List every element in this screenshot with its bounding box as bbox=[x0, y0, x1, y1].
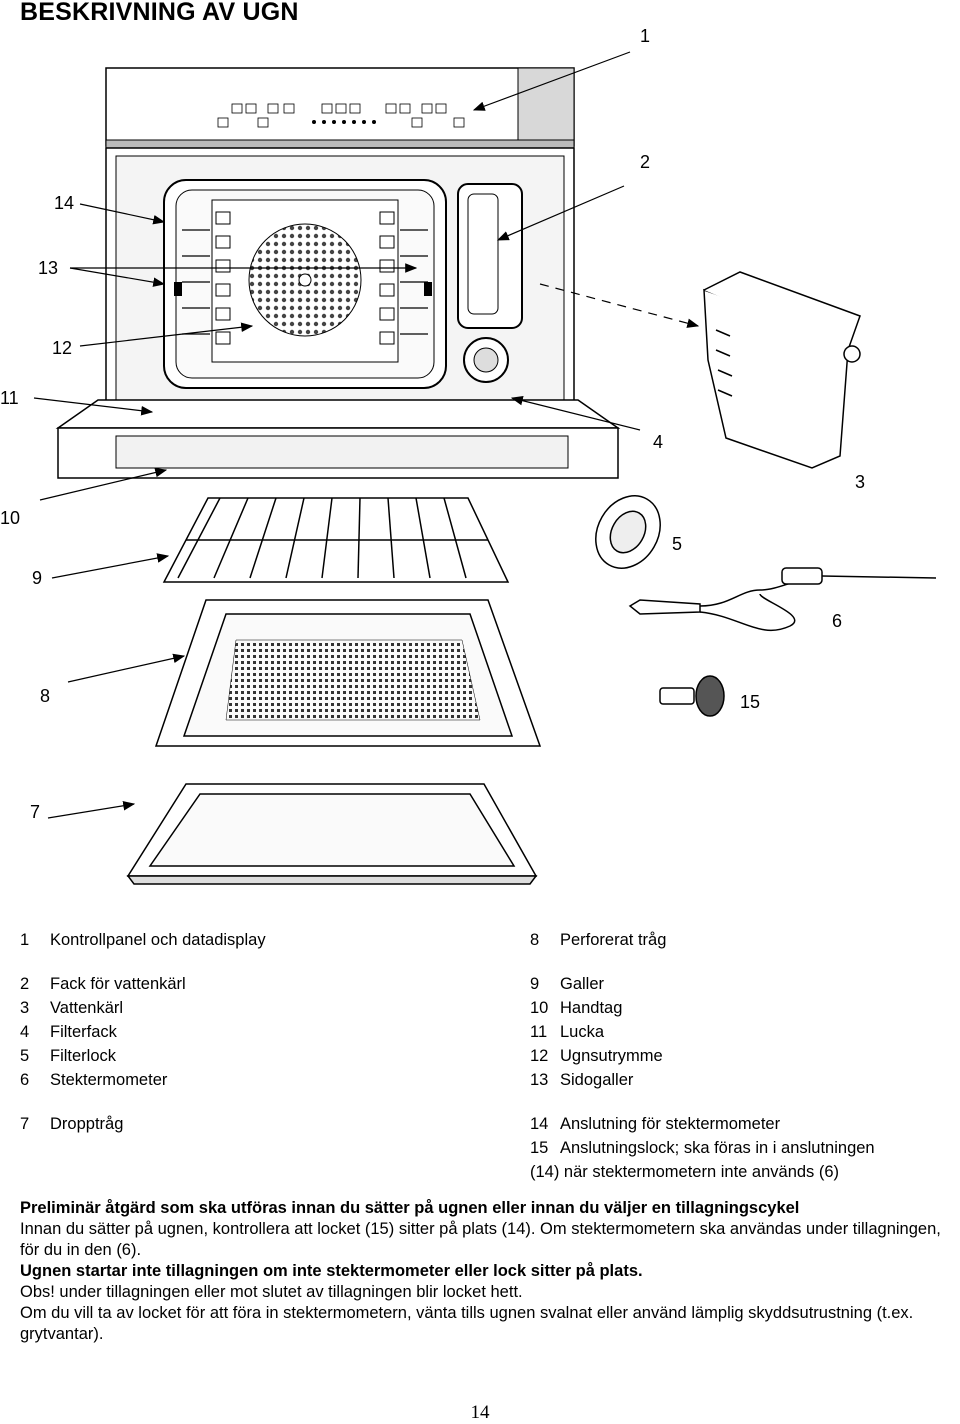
water-container bbox=[703, 271, 861, 469]
leader-lines bbox=[33, 51, 700, 819]
callout-5: 5 bbox=[672, 534, 683, 554]
instructions-heading: Preliminär åtgärd som ska utföras innan … bbox=[20, 1199, 800, 1217]
oven-body bbox=[55, 147, 621, 479]
callout-11: 11 bbox=[0, 388, 19, 408]
legend-item-continuation: (14) när stektermometern inte används (6… bbox=[530, 1163, 840, 1181]
filter-lid bbox=[595, 495, 661, 569]
instructions-paragraph: Om du vill ta av locket för att föra in … bbox=[20, 1304, 914, 1343]
callout-14: 14 bbox=[54, 193, 75, 213]
callout-4: 4 bbox=[653, 432, 664, 452]
callout-6: 6 bbox=[832, 611, 843, 631]
oven-diagram bbox=[33, 51, 937, 885]
callout-9: 9 bbox=[32, 568, 43, 588]
callout-3: 3 bbox=[855, 472, 866, 492]
instructions: Preliminär åtgärd som ska utföras innan … bbox=[20, 1198, 960, 1345]
page-number: 14 bbox=[470, 1402, 490, 1423]
instructions-paragraph: Obs! under tillagningen eller mot slutet… bbox=[20, 1283, 523, 1301]
drip-tray bbox=[126, 783, 538, 885]
wire-rack bbox=[162, 497, 510, 583]
callout-1: 1 bbox=[640, 26, 651, 46]
page-title: BESKRIVNING AV UGN bbox=[20, 0, 299, 26]
perforated-tray bbox=[154, 599, 542, 747]
callout-15: 15 bbox=[740, 692, 761, 712]
callout-13: 13 bbox=[38, 258, 59, 278]
meat-thermometer bbox=[628, 567, 937, 631]
callout-10: 10 bbox=[0, 508, 21, 528]
callout-2: 2 bbox=[640, 152, 651, 172]
callout-12: 12 bbox=[52, 338, 73, 358]
instructions-paragraph: Innan du sätter på ugnen, kontrollera at… bbox=[20, 1220, 941, 1259]
connection-cap bbox=[659, 675, 725, 717]
instructions-warning: Ugnen startar inte tillagningen om inte … bbox=[20, 1262, 643, 1280]
callout-8: 8 bbox=[40, 686, 51, 706]
callout-7: 7 bbox=[30, 802, 41, 822]
control-panel bbox=[105, 67, 575, 149]
